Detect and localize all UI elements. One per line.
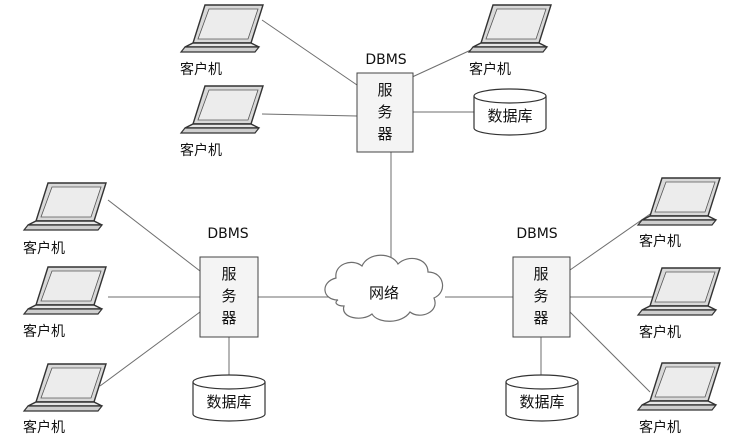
server-top-box — [356, 72, 414, 153]
server-top-dbms-label: DBMS — [365, 52, 406, 68]
server-top-text-1: 服 — [377, 81, 392, 99]
server-left-text-1: 服 — [221, 265, 236, 283]
client-top-2-label: 客户机 — [180, 142, 222, 159]
link-left-client3 — [99, 311, 201, 387]
connections — [99, 19, 654, 393]
client-left-1-label: 客户机 — [23, 240, 65, 257]
server-left-group: DBMS 服 务 器 数据库 客户机 客户机 客户机 — [23, 182, 266, 436]
laptop-icon — [637, 267, 721, 316]
link-right-client1 — [569, 211, 654, 271]
server-left-text-2: 务 — [221, 287, 236, 305]
client-left-3-label: 客户机 — [23, 419, 65, 436]
database-left-label: 数据库 — [206, 393, 251, 411]
laptop-icon — [180, 4, 264, 53]
link-left-client1 — [107, 199, 201, 272]
laptop-icon — [637, 362, 721, 411]
link-top-client1 — [261, 19, 358, 86]
client-right-3-label: 客户机 — [639, 419, 681, 436]
server-top-group: DBMS 服 务 器 数据库 客户机 客户机 客户机 — [180, 4, 552, 159]
server-right-group: DBMS 服 务 器 数据库 客户机 客户机 客户机 — [505, 177, 721, 436]
server-left-box — [199, 256, 259, 338]
laptop-icon — [637, 177, 721, 226]
server-right-dbms-label: DBMS — [516, 226, 557, 242]
laptop-icon — [180, 85, 264, 134]
client-top-3-label: 客户机 — [469, 61, 511, 78]
database-top-label: 数据库 — [487, 107, 532, 125]
link-right-client3 — [569, 311, 651, 393]
network-cloud: 网络 — [324, 254, 444, 322]
server-top-text-2: 务 — [377, 103, 392, 121]
server-right-text-1: 服 — [533, 265, 548, 283]
client-top-1-label: 客户机 — [180, 61, 222, 78]
laptop-icon — [468, 4, 552, 53]
server-right-box — [512, 256, 571, 338]
server-left-dbms-label: DBMS — [207, 226, 248, 242]
laptop-icon — [23, 266, 107, 315]
server-right-text-2: 务 — [533, 287, 548, 305]
database-right-icon — [505, 374, 579, 422]
client-right-1-label: 客户机 — [639, 233, 681, 250]
database-top-icon — [473, 88, 547, 136]
database-left-icon — [192, 374, 266, 422]
server-top-text-3: 器 — [377, 125, 392, 143]
laptop-icon — [23, 363, 107, 412]
server-left-text-3: 器 — [221, 309, 236, 327]
server-right-text-3: 器 — [533, 309, 548, 327]
link-top-client2 — [261, 113, 358, 117]
client-right-2-label: 客户机 — [639, 324, 681, 341]
client-left-2-label: 客户机 — [23, 323, 65, 340]
network-label: 网络 — [369, 284, 399, 302]
database-right-label: 数据库 — [519, 393, 564, 411]
laptop-icon — [23, 182, 107, 231]
